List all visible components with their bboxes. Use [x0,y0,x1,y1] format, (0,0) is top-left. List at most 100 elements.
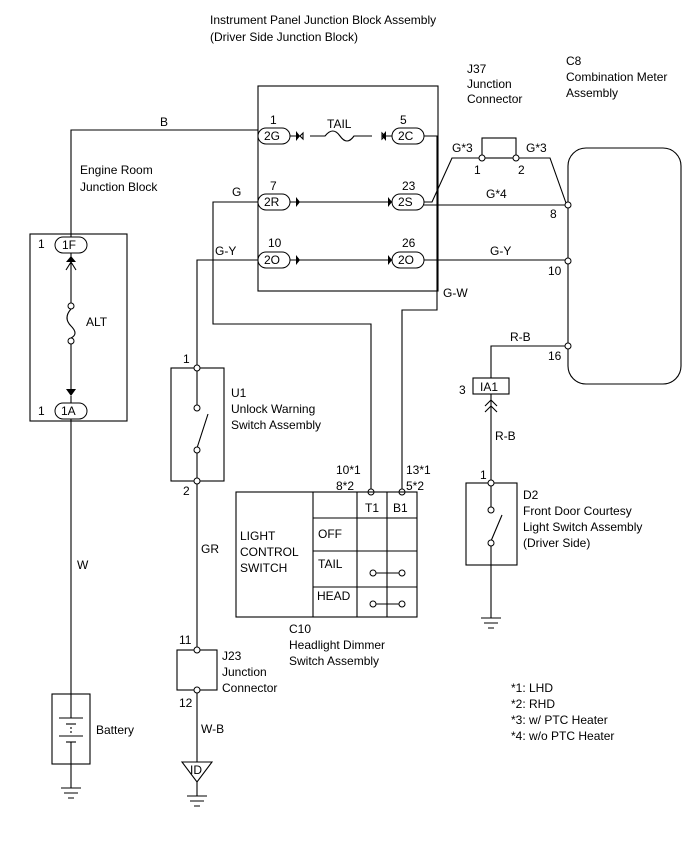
wire-b-label: B [160,115,168,129]
wire-w-label: W [77,558,89,572]
wire-wb-label: W-B [201,722,224,736]
j23-box [176,649,218,691]
c10-head-contact [398,600,406,608]
engine-room-junction-block: Engine Room Junction Block 1 1F 1 1A ALT [29,163,158,422]
ground-point-id: ID [180,761,214,807]
terminal-arrow-icon [296,197,300,207]
note-no-ptc-heater: *4: w/o PTC Heater [511,729,614,743]
wire-gr-label: GR [201,542,219,556]
erjb-label-line1: Engine Room [80,163,153,177]
wire-gy-right-label: G-Y [490,244,511,258]
ip-junction-block: Instrument Panel Junction Block Assembly… [210,13,439,292]
c10-switch-line1: LIGHT [240,529,276,543]
c8-pin10 [564,257,572,265]
ipjb-title-line2: (Driver Side Junction Block) [210,30,358,44]
c10-switch-line3: SWITCH [240,561,287,575]
connector-1f-label: 1F [62,238,76,252]
wire-rb-bottom-label: R-B [495,429,516,443]
j23-pin12 [193,686,201,694]
c10-b1-header: B1 [393,501,408,515]
c10-headlight-dimmer-switch: 10*1 8*2 13*1 5*2 T1 B1 LIGHT CONTROL SW… [235,463,431,668]
erjb-label-line2: Junction Block [80,180,158,194]
wire-g4-label: G*4 [486,187,507,201]
c10-label-line2: Headlight Dimmer [289,638,385,652]
c10-head-label: HEAD [317,589,351,603]
c8-pin8-number: 8 [550,207,557,221]
c10-box [235,491,418,618]
wire-gw-label: G-W [443,286,468,300]
c10-switch-line2: CONTROL [240,545,299,559]
j37-junction-connector: J37 Junction Connector 1 2 [467,62,525,177]
alt-fuse-terminal-bottom [67,337,75,345]
erjb-pin-bot-number: 1 [38,404,45,418]
terminal-arrow-icon [66,389,76,396]
u1-pin2 [193,477,201,485]
j37-pin1 [478,154,486,162]
ipjb-t26-number: 26 [402,236,416,250]
wire-rb-top-label: R-B [510,330,531,344]
c10-t1-header: T1 [365,501,379,515]
terminal-arrow-icon [382,131,386,141]
wire-rb-top [490,345,565,378]
wire-g3-right-label: G*3 [526,141,547,155]
wire-b [70,129,258,237]
terminal-arrow-icon [296,255,300,265]
wire-gy-left [196,259,258,367]
connector-2r-label: 2R [264,195,280,209]
c8-meter-box [567,147,682,385]
ipjb-t5-number: 5 [400,113,407,127]
u1-switch-blade [196,413,209,449]
j37-label-line1: J37 [467,62,487,76]
ia1-box [472,377,510,395]
ground-icon [187,795,207,807]
connector-2o-right-label: 2O [398,253,414,267]
d2-pin1-number: 1 [480,468,487,482]
j23-junction-connector: 11 12 J23 Junction Connector [176,633,277,710]
j37-pin1-number: 1 [474,163,481,177]
u1-label-line2: Unlock Warning [231,402,315,416]
d2-label-line3: Light Switch Assembly [523,520,642,534]
d2-label-line1: D2 [523,488,539,502]
note-lhd: *1: LHD [511,681,553,695]
ipjb-t7-number: 7 [270,179,277,193]
ipjb-title-line1: Instrument Panel Junction Block Assembly [210,13,436,27]
c8-label-line1: C8 [566,54,582,68]
tail-fuse-label: TAIL [327,117,352,131]
j23-label-line1: J23 [222,649,242,663]
d2-front-door-courtesy-switch: 1 D2 Front Door Courtesy Light Switch As… [465,468,642,629]
in-line-connector-icon [484,399,498,413]
wire-gy-left-label: G-Y [215,244,236,258]
wiring: B G G-Y G-Y G-W G*3 G*3 G*4 R-B R-B W GR [70,115,567,762]
connector-2o-left-label: 2O [264,253,280,267]
j37-pin2-number: 2 [518,163,525,177]
d2-contact-top [487,506,495,514]
wire-g3-left-label: G*3 [452,141,473,155]
d2-switch-blade [490,514,503,542]
j23-label-line3: Connector [222,681,277,695]
u1-label-line3: Switch Assembly [231,418,321,432]
ipjb-t10-number: 10 [268,236,282,250]
c8-label-line3: Assembly [566,86,618,100]
j23-pin12-number: 12 [179,696,193,710]
erjb-pin-top-number: 1 [38,237,45,251]
battery-label: Battery [96,723,134,737]
wire-gw [401,135,438,490]
c10-tail-contact [398,569,406,577]
u1-pin1 [193,364,201,372]
c8-pin16-number: 16 [548,349,562,363]
d2-label-line4: (Driver Side) [523,536,590,550]
erjb-box [29,233,128,422]
notes: *1: LHD *2: RHD *3: w/ PTC Heater *4: w/… [511,681,614,743]
terminal-arrow-icon [66,256,76,262]
wire-g-label: G [232,185,241,199]
c10-t1-pin-number1: 10*1 [336,463,361,477]
c10-b1-pin-number1: 13*1 [406,463,431,477]
alt-fuse-terminal-top [67,302,75,310]
u1-pin2-number: 2 [183,484,190,498]
c8-combination-meter: C8 Combination Meter Assembly 8 10 16 [548,54,682,385]
ipjb-t23-number: 23 [402,179,416,193]
j37-box [481,137,517,159]
c10-head-contact [369,600,377,608]
terminal-arrow-icon [388,255,392,265]
connector-2s-label: 2S [398,195,413,209]
